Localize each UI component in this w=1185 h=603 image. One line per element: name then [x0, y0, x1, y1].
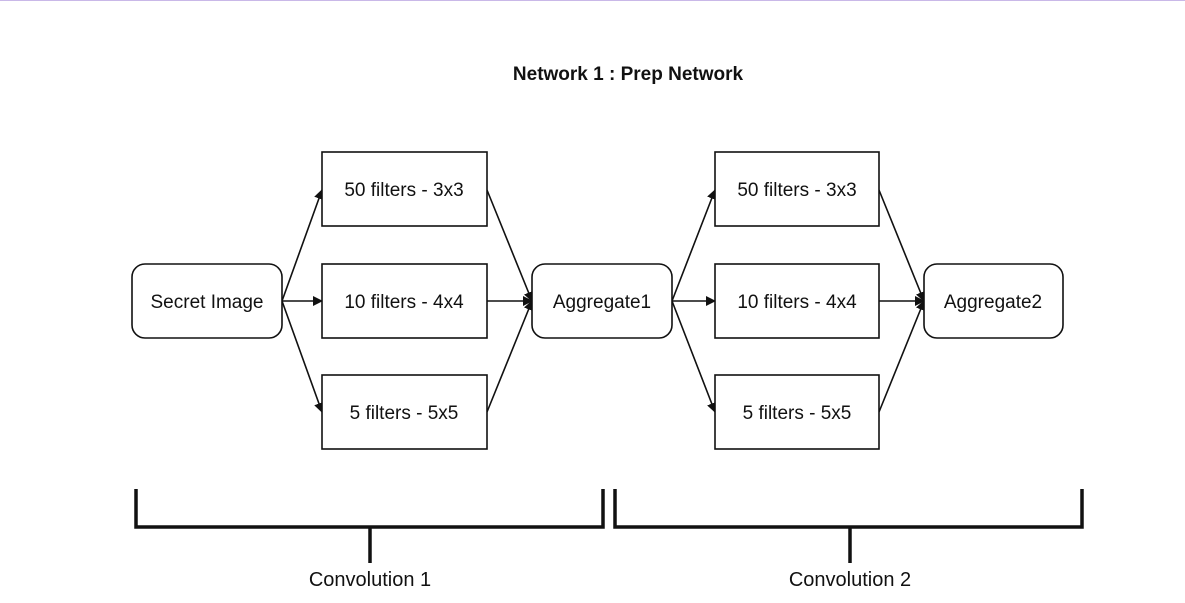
node-aggregate1: Aggregate1	[531, 263, 673, 339]
node-c2-filter-4x4: 10 filters - 4x4	[714, 263, 880, 339]
node-c1-filter-3x3-label: 50 filters - 3x3	[344, 180, 463, 201]
node-c1-filter-5x5-label: 5 filters - 5x5	[350, 403, 459, 424]
arrow-aggregate1-to-c2-5x5	[671, 300, 717, 413]
arrow-c2-5x5-to-aggregate2	[878, 300, 926, 413]
arrow-c1-3x3-to-aggregate1	[486, 189, 534, 302]
arrow-aggregate1-to-c2-3x3	[671, 189, 717, 302]
bracket-convolution-1	[134, 489, 605, 563]
node-aggregate2-label: Aggregate2	[944, 292, 1042, 313]
arrow-secret-to-c1-5x5	[281, 300, 324, 413]
diagram-title: Network 1 : Prep Network	[512, 64, 744, 85]
bracket-convolution-2	[613, 489, 1084, 563]
arrow-c1-5x5-to-aggregate1	[486, 300, 534, 413]
node-secret-image: Secret Image	[131, 263, 283, 339]
node-c2-filter-3x3: 50 filters - 3x3	[714, 151, 880, 227]
bracket-convolution-2-label: Convolution 2	[789, 569, 911, 591]
bracket-convolution-1-label: Convolution 1	[309, 569, 431, 591]
node-c2-filter-4x4-label: 10 filters - 4x4	[737, 292, 857, 313]
node-aggregate2: Aggregate2	[923, 263, 1064, 339]
node-c2-filter-5x5-label: 5 filters - 5x5	[743, 403, 852, 424]
node-c1-filter-5x5: 5 filters - 5x5	[321, 374, 488, 450]
node-c1-filter-4x4-label: 10 filters - 4x4	[344, 292, 464, 313]
node-c1-filter-3x3: 50 filters - 3x3	[321, 151, 488, 227]
node-aggregate1-label: Aggregate1	[553, 292, 651, 313]
arrow-c2-3x3-to-aggregate2	[878, 189, 926, 302]
top-divider-line	[0, 0, 1185, 1]
node-c2-filter-3x3-label: 50 filters - 3x3	[737, 180, 856, 201]
arrow-secret-to-c1-3x3	[281, 189, 324, 302]
node-c1-filter-4x4: 10 filters - 4x4	[321, 263, 488, 339]
node-c2-filter-5x5: 5 filters - 5x5	[714, 374, 880, 450]
node-secret-image-label: Secret Image	[151, 292, 264, 313]
